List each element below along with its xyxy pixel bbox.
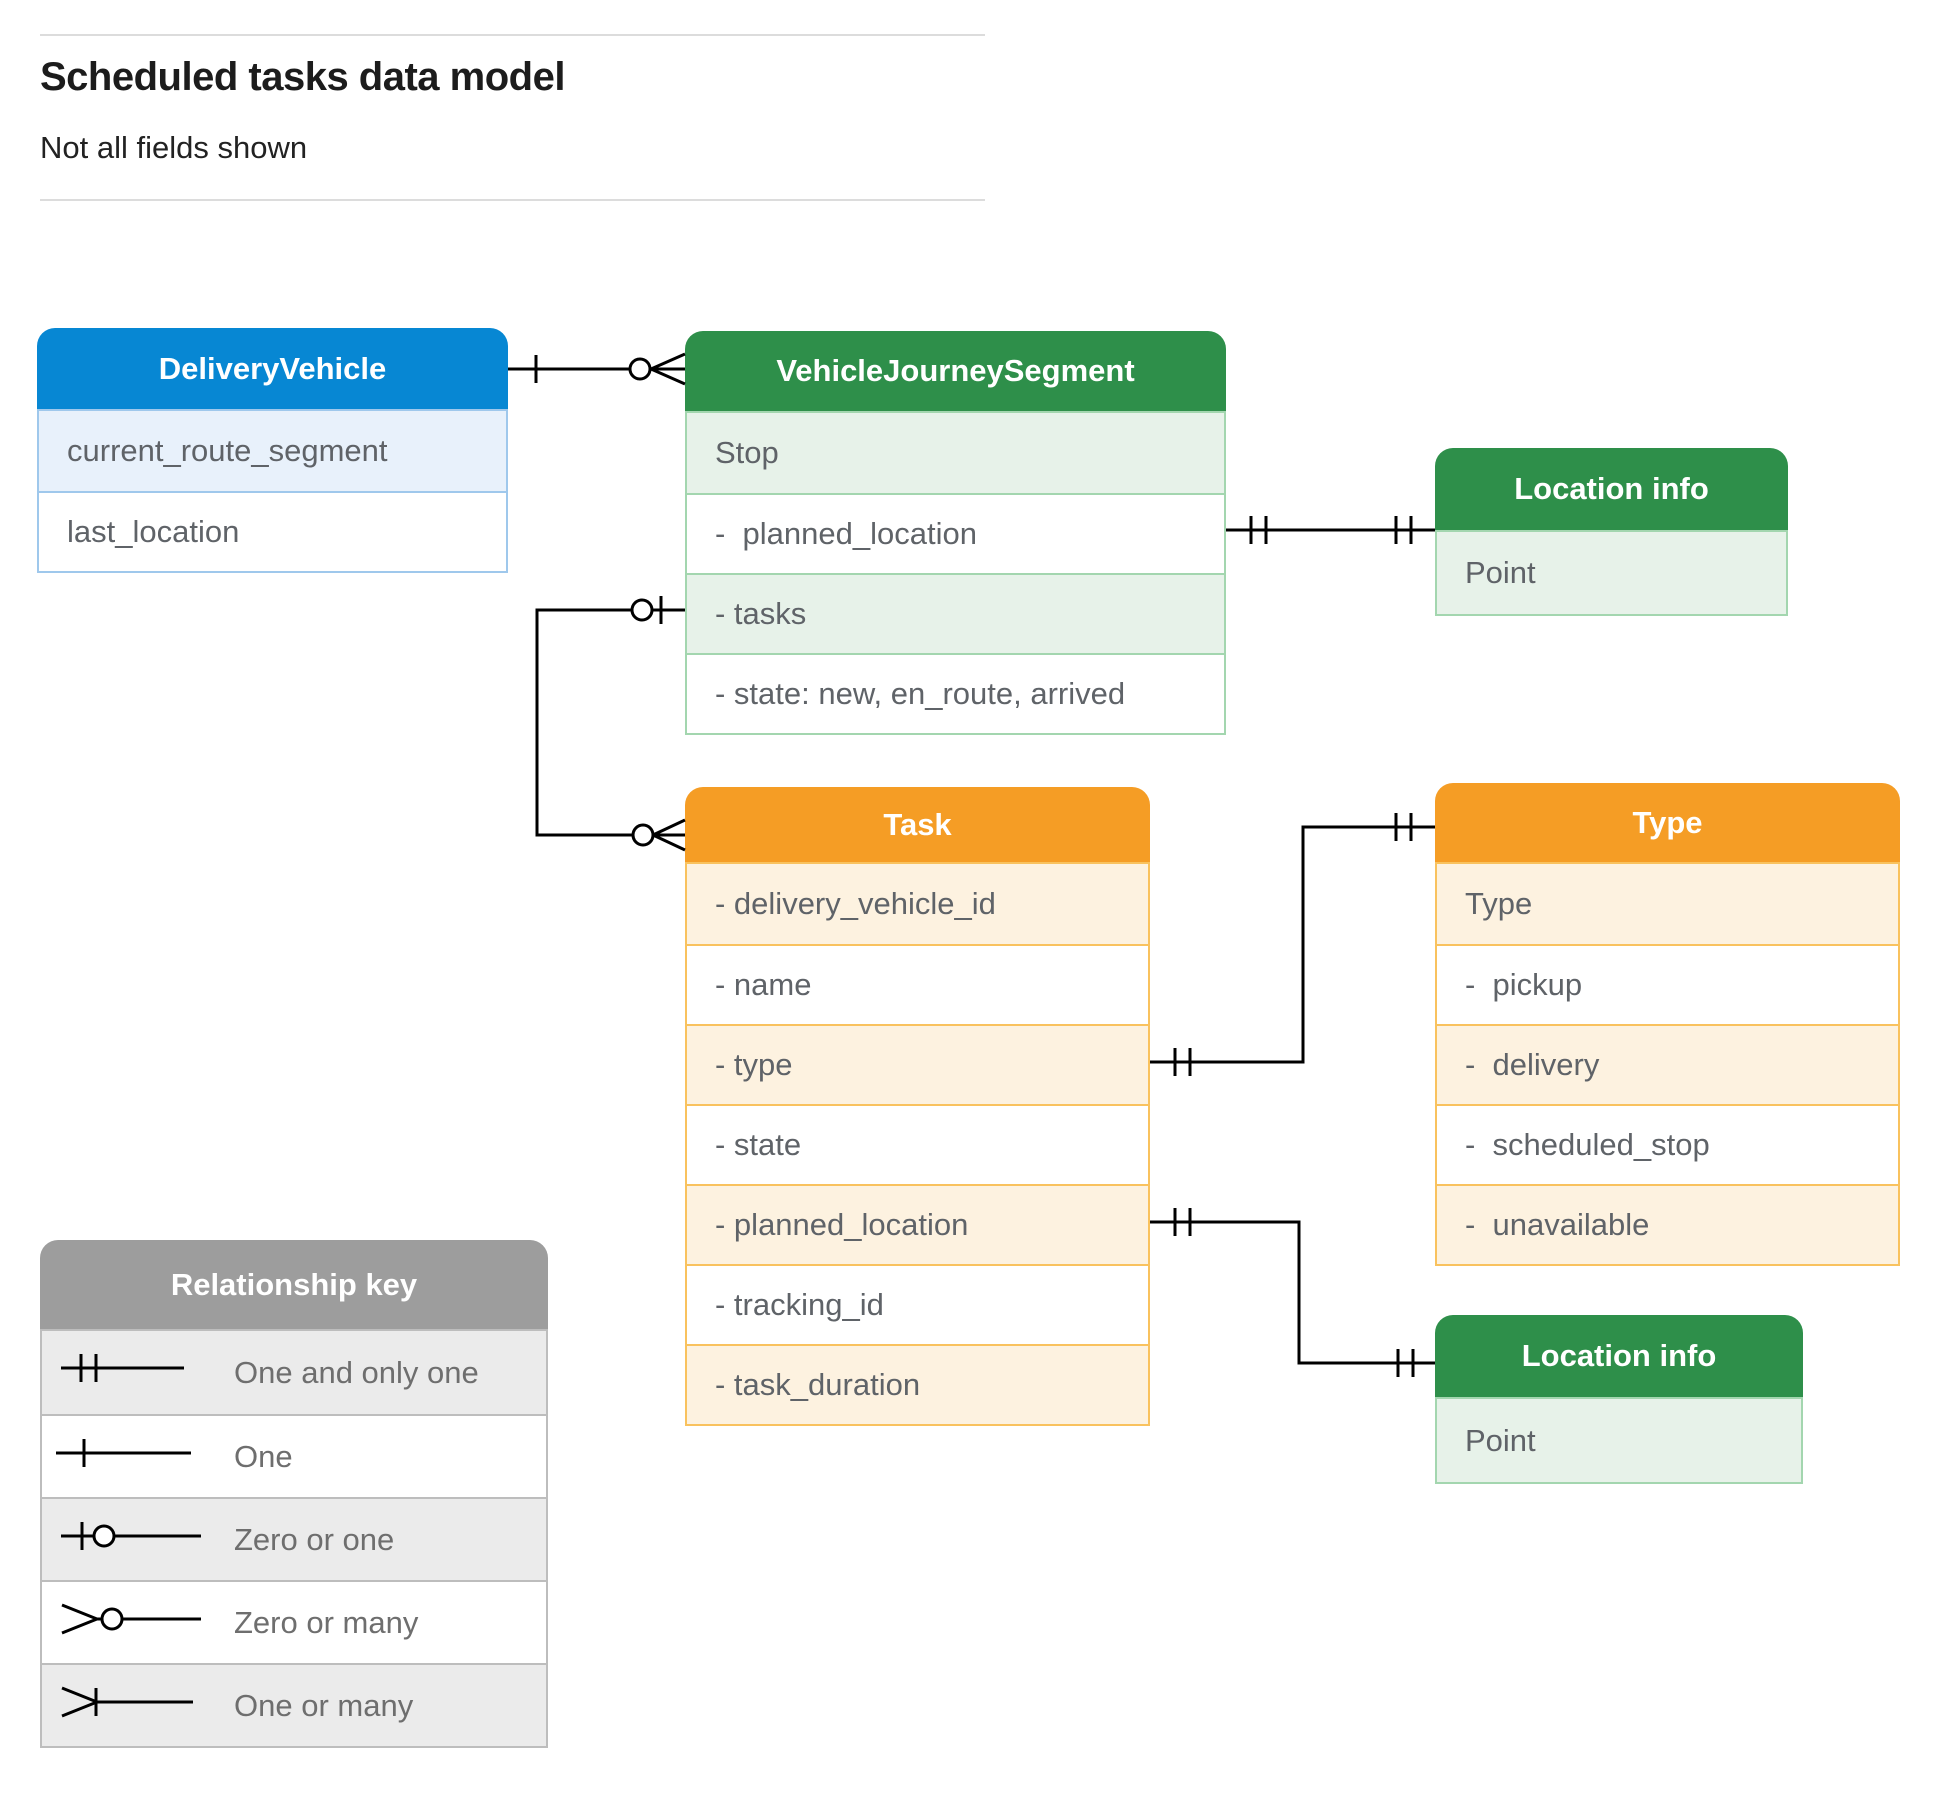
entity-row-type-3: - scheduled_stop	[1437, 1104, 1898, 1184]
entity-row-task-2: - type	[687, 1024, 1148, 1104]
header-bottom-rule	[40, 199, 985, 201]
connector-task-zero-circle	[631, 823, 655, 847]
entity-header-vehicle-journey-segment: VehicleJourneySegment	[685, 331, 1226, 411]
entity-row-relationship-key-legend-4: One or many	[42, 1663, 546, 1746]
entity-row-type-4: - unavailable	[1437, 1184, 1898, 1264]
entity-row-vehicle-journey-segment-3: - state: new, en_route, arrived	[687, 653, 1224, 733]
entity-rows-location-info-top: Point	[1435, 530, 1788, 616]
connector-vjs-zero-circle	[628, 357, 652, 381]
connector-taskplannedlocation-locationinfo-line	[1150, 1220, 1435, 1365]
entity-rows-location-info-bottom: Point	[1435, 1397, 1803, 1484]
entity-row-task-1: - name	[687, 944, 1148, 1024]
entity-row-delivery-vehicle-1: last_location	[39, 491, 506, 571]
entity-row-relationship-key-legend-2: Zero or one	[42, 1497, 546, 1580]
entity-row-relationship-key-legend-0: One and only one	[42, 1331, 546, 1414]
entity-header-delivery-vehicle: DeliveryVehicle	[37, 328, 508, 409]
entity-row-task-6: - task_duration	[687, 1344, 1148, 1424]
entity-row-vehicle-journey-segment-1: - planned_location	[687, 493, 1224, 573]
entity-row-task-0: - delivery_vehicle_id	[687, 864, 1148, 944]
entity-row-delivery-vehicle-0: current_route_segment	[39, 411, 506, 491]
entity-task: Task- delivery_vehicle_id- name- type- s…	[685, 787, 1150, 1426]
page-subtitle: Not all fields shown	[40, 130, 308, 165]
entity-row-type-2: - delivery	[1437, 1024, 1898, 1104]
entity-row-task-4: - planned_location	[687, 1184, 1148, 1264]
entity-row-vehicle-journey-segment-0: Stop	[687, 413, 1224, 493]
entity-rows-task: - delivery_vehicle_id- name- type- state…	[685, 862, 1150, 1426]
entity-rows-type: Type- pickup- delivery- scheduled_stop- …	[1435, 862, 1900, 1266]
top-rule	[40, 34, 985, 36]
page-title: Scheduled tasks data model	[40, 55, 565, 99]
connector-taskplannedlocation-locationinfo-ticks	[1173, 1208, 1415, 1377]
connector-tasks-task-line	[535, 608, 685, 837]
entity-header-location-info-top: Location info	[1435, 448, 1788, 530]
entity-row-location-info-bottom-0: Point	[1437, 1399, 1801, 1482]
connector-plannedlocation-locationinfo-ticks	[1249, 516, 1413, 544]
entity-header-location-info-bottom: Location info	[1435, 1315, 1803, 1397]
entity-row-location-info-top-0: Point	[1437, 532, 1786, 614]
entity-row-relationship-key-legend-1: One	[42, 1414, 546, 1497]
entity-row-relationship-key-legend-3: Zero or many	[42, 1580, 546, 1663]
entity-row-type-1: - pickup	[1437, 944, 1898, 1024]
connector-tasks-zero-circle	[630, 598, 654, 622]
connector-tasktype-type-ticks	[1173, 813, 1413, 1076]
connector-task-crow-foot	[652, 818, 686, 852]
entity-header-task: Task	[685, 787, 1150, 862]
entity-row-type-0: Type	[1437, 864, 1898, 944]
connector-vjs-crow-foot	[650, 352, 686, 386]
entity-row-task-3: - state	[687, 1104, 1148, 1184]
entity-header-type: Type	[1435, 783, 1900, 862]
connector-tasktype-type-line	[1150, 825, 1435, 1064]
entity-header-relationship-key-legend: Relationship key	[40, 1240, 548, 1329]
entity-row-vehicle-journey-segment-2: - tasks	[687, 573, 1224, 653]
entity-row-task-5: - tracking_id	[687, 1264, 1148, 1344]
entity-rows-vehicle-journey-segment: Stop- planned_location- tasks- state: ne…	[685, 411, 1226, 735]
